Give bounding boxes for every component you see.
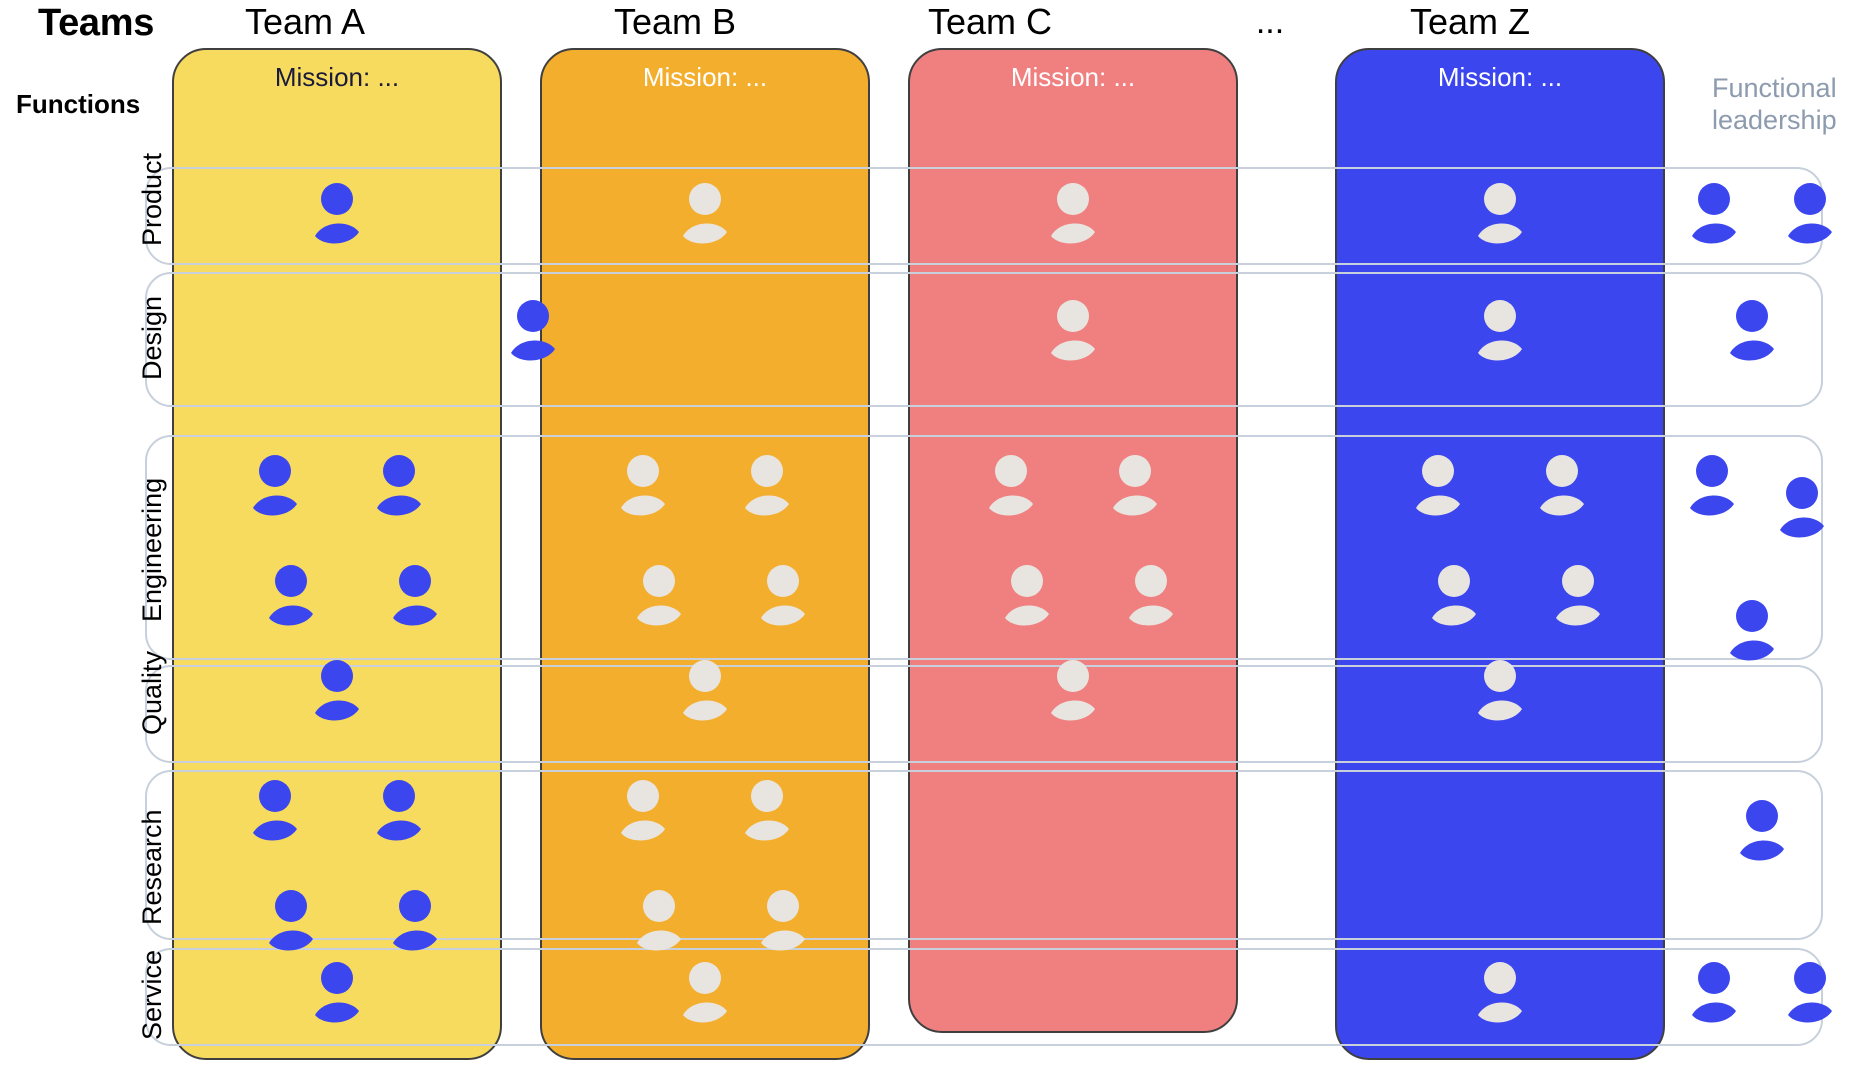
- function-label-service: Service: [137, 949, 167, 1040]
- function-label-research: Research: [137, 809, 167, 925]
- function-row-service[interactable]: [145, 948, 1823, 1046]
- function-label-quality: Quality: [137, 650, 167, 735]
- function-label-engineering: Engineering: [137, 477, 167, 622]
- team-header-team-a: Team A: [244, 1, 366, 42]
- functional-leadership-header: Functional leadership: [1712, 72, 1852, 136]
- team-column-team-z[interactable]: Mission: ...: [1335, 48, 1665, 1060]
- function-row-quality[interactable]: [145, 665, 1823, 763]
- team-header-team-z: Team Z: [1409, 1, 1531, 42]
- function-row-design[interactable]: [145, 272, 1823, 407]
- teams-axis-label: Teams: [38, 2, 155, 44]
- team-header-team-c: Team C: [927, 1, 1053, 42]
- team-mission-team-c: Mission: ...: [1010, 62, 1136, 92]
- functions-axis-label: Functions: [16, 89, 141, 119]
- team-mission-team-z: Mission: ...: [1437, 62, 1563, 92]
- function-row-research[interactable]: [145, 770, 1823, 940]
- function-label-design: Design: [137, 295, 167, 380]
- team-mission-team-a: Mission: ...: [274, 62, 400, 92]
- function-label-product: Product: [137, 152, 167, 246]
- function-row-engineering[interactable]: [145, 435, 1823, 660]
- functional-leadership-label-line1: Functional: [1712, 73, 1837, 103]
- teams-ellipsis: ...: [1255, 3, 1285, 41]
- functional-leadership-label-line2: leadership: [1712, 105, 1837, 135]
- team-mission-team-b: Mission: ...: [642, 62, 768, 92]
- team-header-team-b: Team B: [613, 1, 737, 42]
- function-row-product[interactable]: [145, 167, 1823, 265]
